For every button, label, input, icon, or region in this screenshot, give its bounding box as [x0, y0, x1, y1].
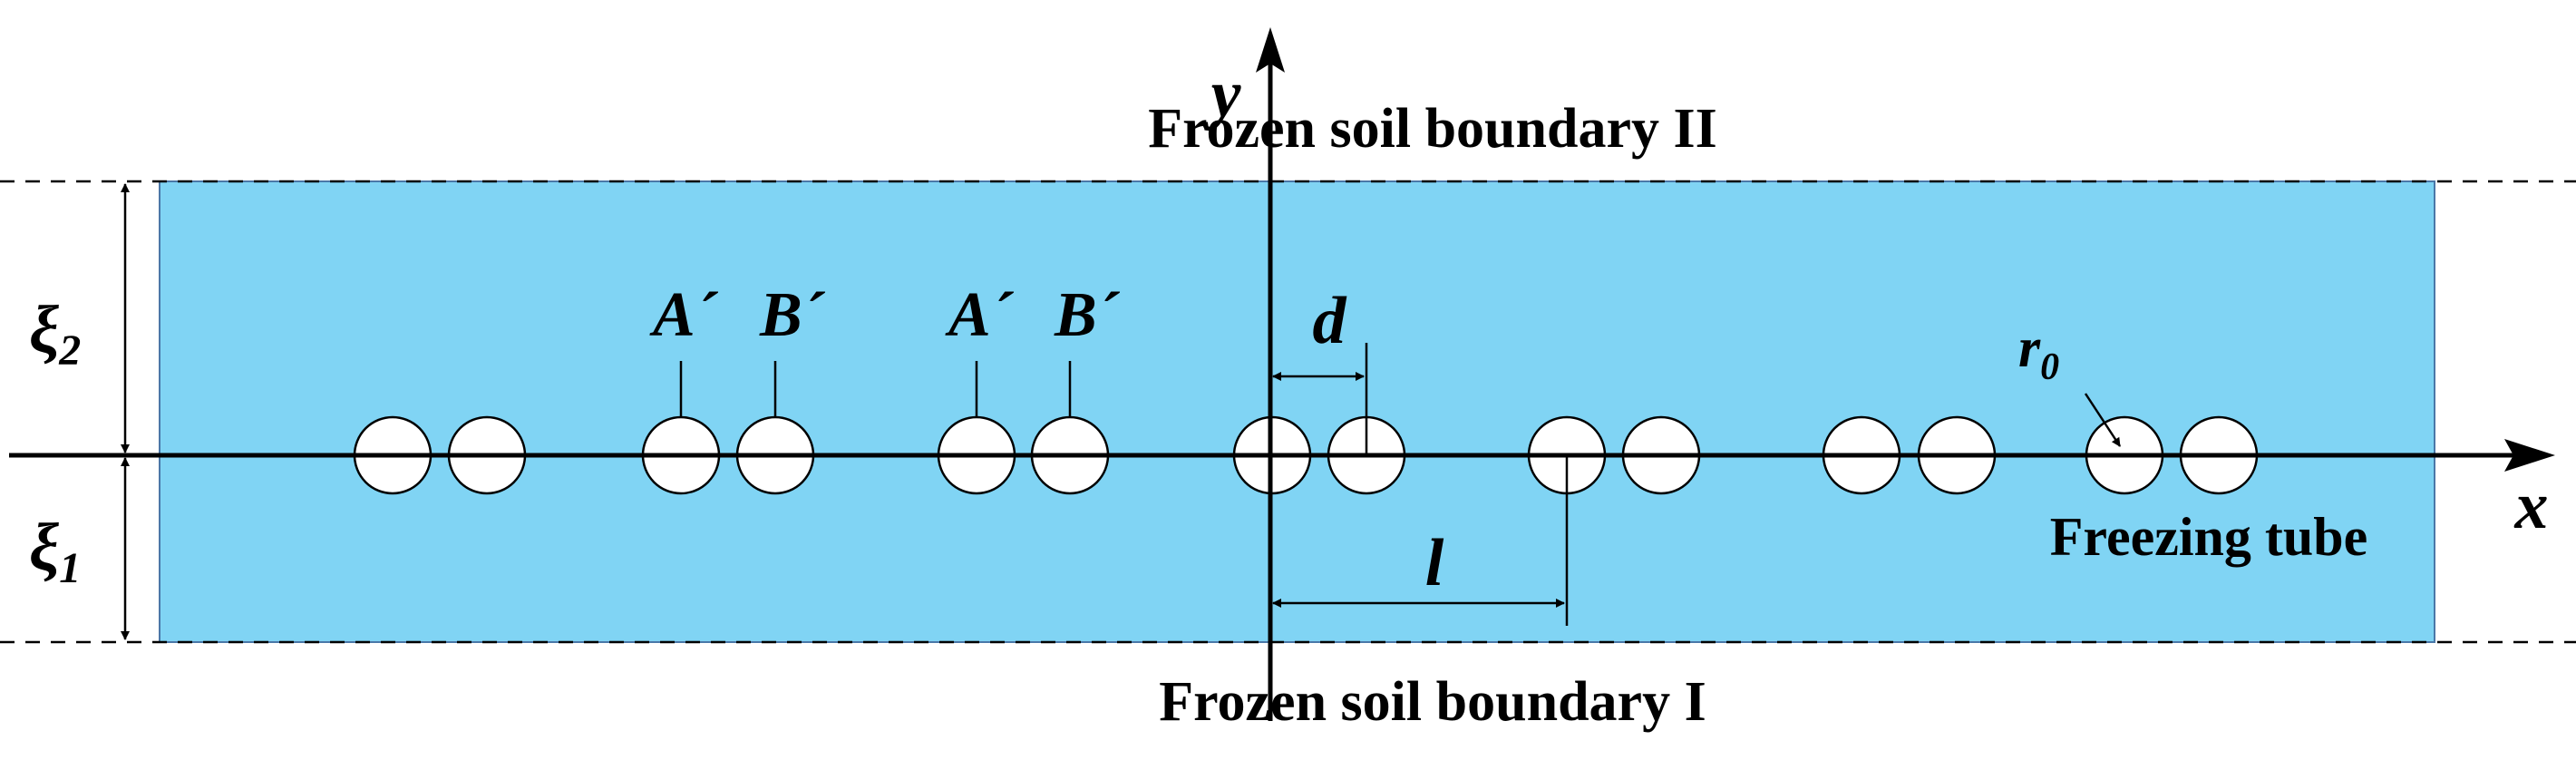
xi-bottom-subscript: 1 [59, 544, 81, 592]
xi-top-subscript: 2 [58, 326, 81, 375]
xi-top-label: ξ2 [29, 293, 81, 375]
r0-symbol: r [2018, 317, 2041, 379]
xi-top-symbol: ξ [29, 293, 59, 367]
r0-subscript: 0 [2040, 346, 2059, 388]
a-prime-label-1: A´ [649, 280, 719, 350]
d-label: d [1313, 284, 1347, 358]
xi-bottom-symbol: ξ [29, 511, 59, 585]
y-axis-arrowhead [1256, 27, 1285, 73]
r0-label: r0 [2018, 317, 2059, 388]
x-axis-label: x [2514, 469, 2549, 543]
xi-bottom-label: ξ1 [29, 511, 81, 592]
freezing-tube-label: Freezing tube [2050, 507, 2367, 567]
boundary-bottom-label: Frozen soil boundary I [1159, 671, 1706, 733]
b-prime-label-1: B´ [759, 280, 826, 350]
boundary-top-label: Frozen soil boundary II [1148, 98, 1717, 160]
x-axis-arrowhead [2504, 439, 2555, 472]
b-prime-label-2: B´ [1054, 280, 1121, 350]
r0-leader-arrow [2084, 393, 2122, 447]
frozen-zone [159, 180, 2435, 643]
l-label: l [1425, 526, 1444, 600]
a-prime-label-2: A´ [945, 280, 1015, 350]
